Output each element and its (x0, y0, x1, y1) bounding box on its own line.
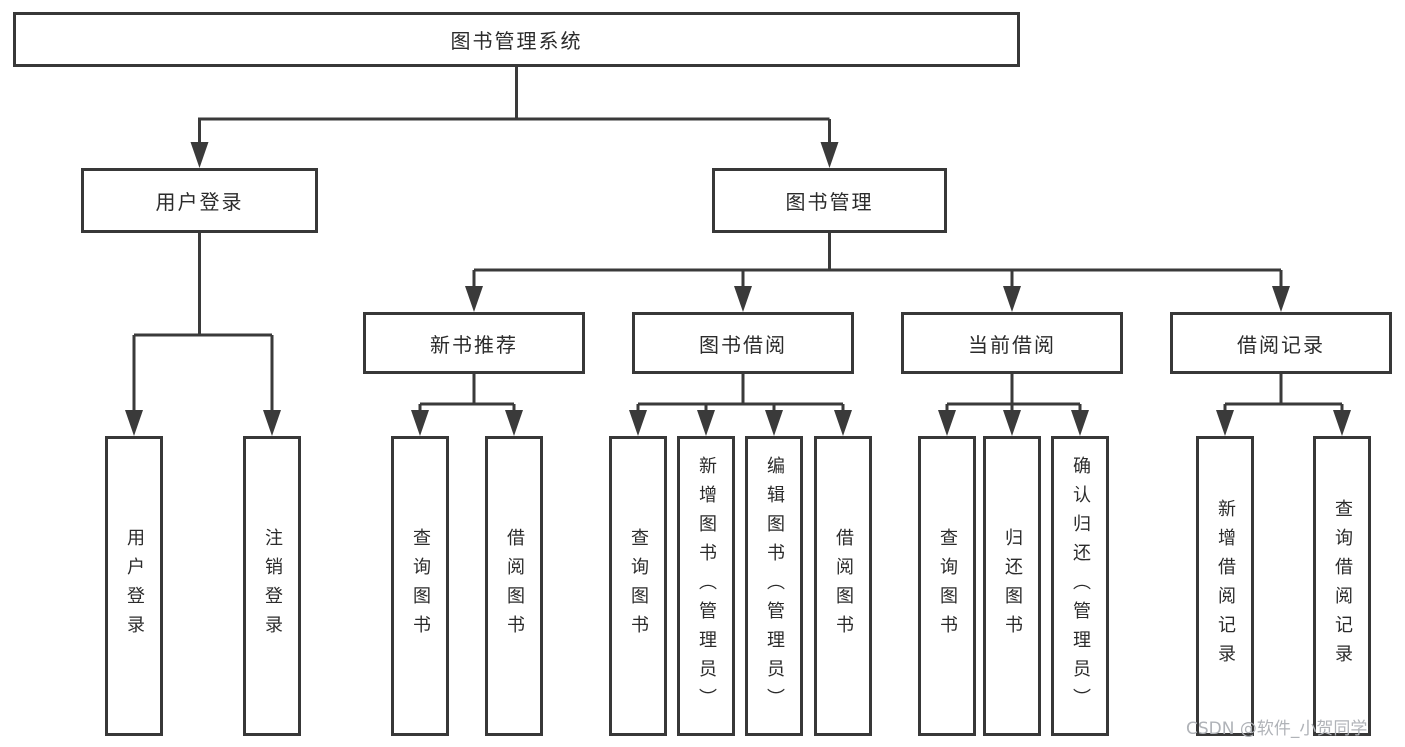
arrow-down-icon (1003, 410, 1021, 436)
leaf-borrow-book-label: 借阅图书 (833, 528, 854, 644)
leaf-current-query-book-label: 查询图书 (937, 528, 958, 644)
arrow-down-icon (190, 142, 209, 168)
arrow-down-icon (765, 410, 783, 436)
leaf-add-book-admin: 新增图书（管理员） (677, 436, 735, 736)
arrow-down-icon (1333, 410, 1351, 436)
node-user-login: 用户登录 (81, 168, 318, 233)
leaf-add-book-admin-label: 新增图书（管理员） (696, 455, 717, 717)
leaf-confirm-return-admin-label: 确认归还（管理员） (1070, 455, 1091, 717)
leaf-logout-label: 注销登录 (262, 528, 283, 644)
leaf-add-borrow-record-label: 新增借阅记录 (1215, 499, 1236, 673)
leaf-current-query-book: 查询图书 (918, 436, 976, 736)
leaf-user-login-label: 用户登录 (124, 528, 145, 644)
node-new-book-recommend-label: 新书推荐 (430, 332, 518, 357)
leaf-add-borrow-record: 新增借阅记录 (1196, 436, 1254, 736)
arrow-down-icon (125, 410, 143, 436)
leaf-newrec-borrow-book: 借阅图书 (485, 436, 543, 736)
node-root-label: 图书管理系统 (450, 29, 583, 53)
leaf-query-borrow-record-label: 查询借阅记录 (1332, 499, 1353, 673)
arrow-down-icon (465, 286, 483, 312)
arrow-down-icon (1216, 410, 1234, 436)
arrow-down-icon (734, 286, 752, 312)
watermark: CSDN @软件_小贺同学 (1186, 719, 1368, 739)
arrow-down-icon (411, 410, 429, 436)
leaf-borrow-query-book: 查询图书 (609, 436, 667, 736)
leaf-return-book: 归还图书 (983, 436, 1041, 736)
leaf-borrow-query-book-label: 查询图书 (628, 528, 649, 644)
leaf-newrec-query-book-label: 查询图书 (410, 528, 431, 644)
leaf-logout: 注销登录 (243, 436, 301, 736)
node-book-borrow-label: 图书借阅 (699, 332, 787, 357)
leaf-newrec-query-book: 查询图书 (391, 436, 449, 736)
node-user-login-label: 用户登录 (155, 190, 244, 214)
node-current-borrow: 当前借阅 (901, 312, 1123, 374)
node-root: 图书管理系统 (13, 12, 1020, 67)
arrow-down-icon (938, 410, 956, 436)
arrow-down-icon (834, 410, 852, 436)
arrow-down-icon (505, 410, 523, 436)
leaf-return-book-label: 归还图书 (1002, 528, 1023, 644)
arrow-down-icon (629, 410, 647, 436)
leaf-edit-book-admin-label: 编辑图书（管理员） (764, 455, 785, 717)
node-borrow-records: 借阅记录 (1170, 312, 1392, 374)
arrow-down-icon (1003, 286, 1021, 312)
node-borrow-records-label: 借阅记录 (1237, 332, 1325, 357)
arrow-down-icon (697, 410, 715, 436)
leaf-borrow-book: 借阅图书 (814, 436, 872, 736)
node-new-book-recommend: 新书推荐 (363, 312, 585, 374)
node-book-management-label: 图书管理 (785, 190, 874, 214)
leaf-newrec-borrow-book-label: 借阅图书 (504, 528, 525, 644)
arrowheads (125, 142, 1351, 436)
node-current-borrow-label: 当前借阅 (968, 332, 1056, 357)
leaf-query-borrow-record: 查询借阅记录 (1313, 436, 1371, 736)
leaf-confirm-return-admin: 确认归还（管理员） (1051, 436, 1109, 736)
arrow-down-icon (263, 410, 281, 436)
leaf-user-login: 用户登录 (105, 436, 163, 736)
arrow-down-icon (1272, 286, 1290, 312)
arrow-down-icon (820, 142, 839, 168)
node-book-borrow: 图书借阅 (632, 312, 854, 374)
leaf-edit-book-admin: 编辑图书（管理员） (745, 436, 803, 736)
node-book-management: 图书管理 (712, 168, 947, 233)
arrow-down-icon (1071, 410, 1089, 436)
